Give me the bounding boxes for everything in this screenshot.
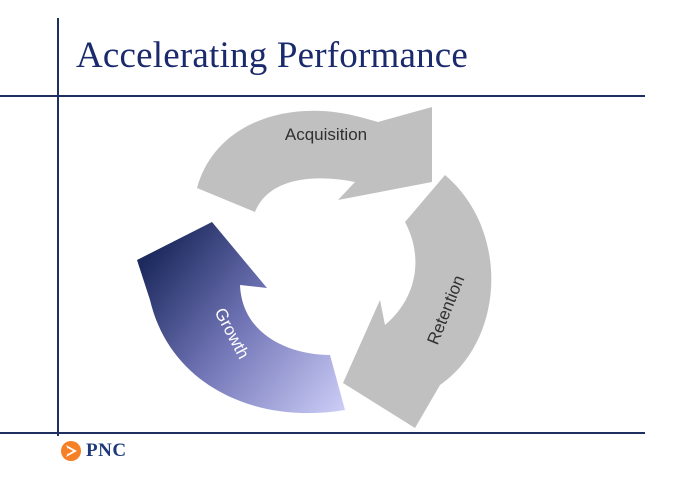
logo-text: PNC — [86, 440, 127, 461]
retention-arrow — [343, 175, 492, 428]
acquisition-label: Acquisition — [285, 125, 367, 144]
vertical-rule — [57, 18, 59, 436]
pnc-logo: PNC — [60, 440, 127, 462]
pnc-logo-icon — [61, 441, 81, 461]
acquisition-arrow — [197, 107, 432, 212]
growth-arrow — [137, 222, 345, 414]
footer-rule — [0, 432, 645, 434]
slide-title: Accelerating Performance — [76, 35, 469, 76]
title-underline-rule — [0, 95, 645, 97]
